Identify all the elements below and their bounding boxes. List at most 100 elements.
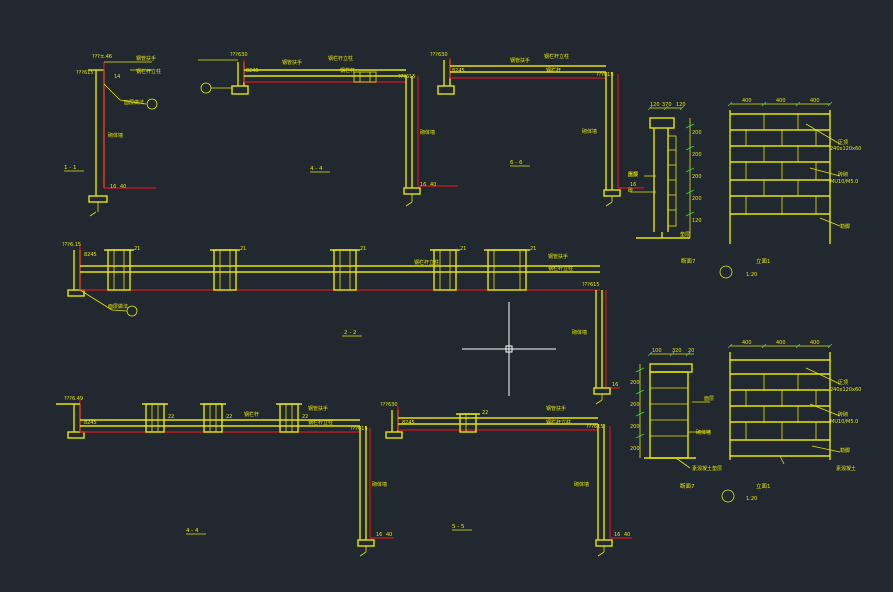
svg-text:14: 14 bbox=[114, 74, 120, 80]
svg-text:勒脚: 勒脚 bbox=[840, 223, 850, 230]
svg-text:16: 16 bbox=[630, 182, 636, 188]
svg-text:素混凝土: 素混凝土 bbox=[836, 465, 856, 472]
svg-text:面层: 面层 bbox=[704, 396, 714, 402]
svg-text:21: 21 bbox=[530, 246, 536, 252]
svg-text:1:20: 1:20 bbox=[746, 272, 757, 278]
svg-text:压顶: 压顶 bbox=[838, 380, 848, 386]
svg-text:砖: 砖 bbox=[628, 187, 633, 194]
svg-text:16: 16 bbox=[420, 182, 426, 188]
svg-text:钢栏杆立柱: 钢栏杆立柱 bbox=[546, 419, 571, 426]
section-1-1-label: 1 - 1 bbox=[64, 165, 76, 171]
detail-a-dim-1: 120 bbox=[650, 102, 660, 108]
svg-text:面层做法: 面层做法 bbox=[124, 99, 144, 106]
section-5-5: ???630 8245 22 钢管扶手 钢栏杆立柱 ???615 砌体墙 16 … bbox=[380, 402, 632, 557]
svg-text:8245: 8245 bbox=[246, 68, 259, 74]
detail-b-vdim-4: 200 bbox=[630, 446, 640, 452]
elevation-a: 400 400 400 压顶 240x120x60 砖砌 MU10/M5.0 bbox=[719, 98, 861, 279]
svg-text:8245: 8245 bbox=[402, 420, 415, 426]
svg-text:钢管扶手: 钢管扶手 bbox=[308, 405, 328, 412]
svg-text:勒脚: 勒脚 bbox=[840, 447, 850, 454]
svg-text:8245: 8245 bbox=[452, 68, 465, 74]
detail-a-dim-2: 370 bbox=[662, 102, 672, 108]
svg-text:钢栏杆: 钢栏杆 bbox=[340, 67, 355, 74]
detail-a: 120 370 120 200 200 200 200 120 压顶 砖 垫层 … bbox=[628, 102, 702, 265]
svg-text:钢栏杆立柱: 钢栏杆立柱 bbox=[414, 259, 439, 266]
svg-text:21: 21 bbox=[240, 246, 246, 252]
svg-text:240x120x60: 240x120x60 bbox=[830, 387, 861, 393]
svg-text:16: 16 bbox=[614, 532, 620, 538]
svg-text:砌体墙: 砌体墙 bbox=[696, 429, 711, 436]
detail-b: 100 320 20 200 200 200 200 面层 砌体墙 素混凝土垫层… bbox=[630, 348, 722, 490]
svg-text:21: 21 bbox=[460, 246, 466, 252]
elevation-a-dim-3: 400 bbox=[810, 98, 820, 104]
svg-text:???615: ???615 bbox=[596, 72, 614, 78]
svg-text:钢栏杆立柱: 钢栏杆立柱 bbox=[328, 55, 353, 62]
svg-text:MU10/M5.0: MU10/M5.0 bbox=[830, 179, 858, 185]
detail-b-dim-1: 100 bbox=[652, 348, 662, 354]
svg-text:面层: 面层 bbox=[628, 172, 638, 178]
section-4-4-bottom-label: 4 - 4 bbox=[186, 528, 199, 534]
svg-text:素混凝土垫层: 素混凝土垫层 bbox=[692, 465, 722, 472]
svg-text:砌体墙: 砌体墙 bbox=[372, 481, 387, 488]
svg-text:???630: ???630 bbox=[380, 402, 398, 408]
svg-text:40: 40 bbox=[624, 532, 630, 538]
section-6-6-label: 6 - 6 bbox=[510, 160, 523, 166]
svg-text:???630: ???630 bbox=[430, 52, 448, 58]
svg-text:22: 22 bbox=[168, 414, 174, 420]
svg-text:砌体墙: 砌体墙 bbox=[108, 132, 123, 139]
svg-text:钢栏杆立柱: 钢栏杆立柱 bbox=[136, 68, 161, 75]
svg-text:1:20: 1:20 bbox=[746, 496, 757, 502]
detail-a-vdim-5: 120 bbox=[692, 218, 702, 224]
svg-text:40: 40 bbox=[430, 182, 436, 188]
svg-text:砌体墙: 砌体墙 bbox=[420, 129, 435, 136]
elevation-a-title: 立面1 bbox=[756, 257, 771, 265]
svg-text:???615: ???615 bbox=[76, 70, 94, 76]
svg-text:8245: 8245 bbox=[84, 420, 97, 426]
detail-b-vdim-2: 200 bbox=[630, 402, 640, 408]
svg-text:???6.49: ???6.49 bbox=[64, 396, 83, 402]
svg-text:钢栏杆立柱: 钢栏杆立柱 bbox=[548, 265, 573, 272]
section-2-2: ???6.15 8245 21 21 21 21 21 钢栏杆立柱 钢管扶手 钢… bbox=[62, 242, 620, 405]
svg-text:???615: ???615 bbox=[398, 74, 416, 80]
crosshair-cursor-icon[interactable] bbox=[462, 302, 556, 396]
svg-text:钢管扶手: 钢管扶手 bbox=[136, 55, 156, 62]
svg-text:钢管扶手: 钢管扶手 bbox=[546, 405, 566, 412]
svg-text:???615: ???615 bbox=[586, 424, 604, 430]
detail-a-vdim-4: 200 bbox=[692, 196, 702, 202]
svg-text:压顶: 压顶 bbox=[838, 140, 848, 146]
svg-text:???615: ???615 bbox=[350, 426, 368, 432]
svg-text:MU10/M5.0: MU10/M5.0 bbox=[830, 419, 858, 425]
svg-text:???6.15: ???6.15 bbox=[62, 242, 81, 248]
svg-text:面层做法: 面层做法 bbox=[108, 303, 128, 310]
svg-text:压顶: 压顶 bbox=[628, 172, 638, 178]
svg-text:16: 16 bbox=[110, 184, 116, 190]
detail-a-dim-3: 120 bbox=[676, 102, 686, 108]
section-4-4-top: ???630 8245 钢管扶手 钢栏杆立柱 钢栏杆 ???615 砌体墙 16… bbox=[198, 52, 458, 207]
detail-b-dim-2: 320 bbox=[672, 348, 682, 354]
svg-text:砌体墙: 砌体墙 bbox=[574, 481, 589, 488]
detail-b-title: 断面7 bbox=[680, 482, 695, 490]
svg-text:???±.46: ???±.46 bbox=[92, 54, 112, 60]
section-6-6: ???630 8245 钢管扶手 钢栏杆立柱 钢栏杆 ???615 砌体墙 面层… bbox=[430, 52, 644, 207]
svg-text:钢管扶手: 钢管扶手 bbox=[282, 59, 302, 66]
elevation-b: 400 400 400 压顶 240x120x60 砖砌 MU10/M5.0 勒… bbox=[721, 340, 861, 503]
svg-text:16: 16 bbox=[612, 382, 618, 388]
detail-b-vdim-1: 200 bbox=[630, 380, 640, 386]
svg-text:8245: 8245 bbox=[84, 252, 97, 258]
svg-text:钢栏杆: 钢栏杆 bbox=[244, 411, 259, 418]
detail-b-vdim-3: 200 bbox=[630, 424, 640, 430]
svg-text:???630: ???630 bbox=[230, 52, 248, 58]
svg-text:22: 22 bbox=[302, 414, 308, 420]
section-2-2-label: 2 - 2 bbox=[344, 330, 356, 336]
svg-text:钢栏杆立柱: 钢栏杆立柱 bbox=[308, 419, 333, 426]
svg-text:钢栏杆立柱: 钢栏杆立柱 bbox=[544, 53, 569, 60]
detail-a-vdim-2: 200 bbox=[692, 152, 702, 158]
svg-text:21: 21 bbox=[360, 246, 366, 252]
svg-text:240x120x60: 240x120x60 bbox=[830, 146, 861, 152]
svg-text:钢管扶手: 钢管扶手 bbox=[510, 57, 530, 64]
elevation-a-dim-2: 400 bbox=[776, 98, 786, 104]
svg-text:砌体墙: 砌体墙 bbox=[582, 128, 597, 135]
elevation-b-dim-1: 400 bbox=[742, 340, 752, 346]
svg-text:40: 40 bbox=[120, 184, 126, 190]
